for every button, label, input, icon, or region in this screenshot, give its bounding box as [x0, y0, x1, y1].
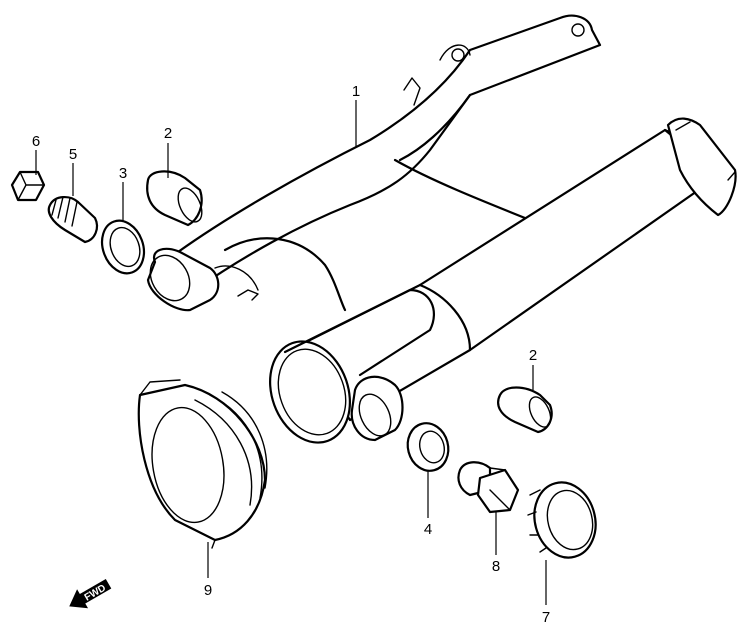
callout-7-cap: 7: [542, 609, 550, 626]
nut-part: [10, 170, 46, 202]
swingarm-part: [146, 14, 737, 444]
callout-2-bushing-lower: 2: [529, 347, 537, 364]
drain-plug-part: [457, 461, 520, 514]
bushing-upper-part: [146, 170, 203, 227]
callout-4-bearing: 4: [424, 521, 432, 538]
callout-6-nut: 6: [32, 133, 40, 150]
callout-3-bearing: 3: [119, 165, 127, 182]
fwd-label: FWD: [83, 583, 108, 604]
bearing-upper-part: [100, 219, 146, 275]
fwd-arrow: FWD: [69, 578, 112, 609]
callout-1-swingarm: 1: [352, 83, 360, 100]
callout-5-pivot-bolt: 5: [69, 146, 77, 163]
callout-9-boot: 9: [204, 582, 212, 599]
leader-lines: [35, 100, 547, 605]
callout-2-bushing-upper: 2: [164, 125, 172, 142]
cap-part: [527, 481, 597, 559]
pivot-bolt-part: [47, 196, 99, 244]
bearing-lower-part: [406, 422, 450, 472]
bushing-lower-part: [497, 386, 553, 434]
callouts: 1 2 2 3 4 5 6 7 8 9: [32, 83, 550, 626]
callout-8-drain-plug: 8: [492, 558, 500, 575]
boot-part: [137, 379, 268, 549]
